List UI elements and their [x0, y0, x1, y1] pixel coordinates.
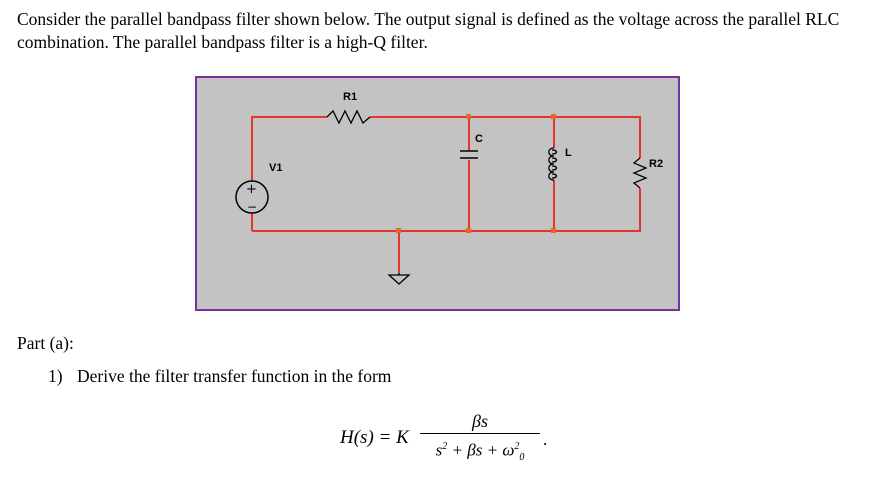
denom-omega-subscript: 0 [519, 452, 525, 464]
formula-lhs: H(s) = K [340, 427, 409, 448]
question-item: 1) Derive the filter transfer function in… [48, 366, 391, 387]
wire-top-right [370, 116, 641, 158]
node-ind-bottom [551, 228, 556, 233]
node-cap-top [466, 114, 471, 119]
label-c: C [475, 133, 483, 145]
voltage-source-v1: + − [235, 180, 269, 214]
formula-period: . [543, 430, 548, 449]
fraction-bar [420, 433, 540, 434]
source-minus-sign: − [247, 200, 257, 214]
ground-icon [387, 273, 411, 285]
denom-omega-exponent: 2 [514, 441, 520, 452]
label-r1: R1 [343, 91, 357, 103]
wire-top-left [251, 116, 327, 118]
junction-nodes [396, 114, 556, 233]
label-v1: V1 [269, 162, 282, 174]
question-number: 1) [48, 366, 63, 386]
circuit-diagram: + − R1 V1 C L R2 [195, 76, 680, 311]
wire-bottom [252, 188, 641, 232]
resistor-r2 [632, 157, 648, 189]
circuit-schematic: + − R1 V1 C L R2 [235, 91, 663, 285]
formula-denominator: s2 + βs + ω20 [420, 436, 540, 469]
denom-s: s [435, 440, 443, 460]
part-heading: Part (a): [17, 333, 74, 353]
capacitor-c [460, 150, 478, 159]
problem-statement: Consider the parallel bandpass filter sh… [17, 9, 840, 52]
wires [251, 116, 641, 273]
inductor-l [548, 147, 558, 181]
formula-fraction: βs s2 + βs + ω20 [420, 410, 540, 469]
source-plus-sign: + [246, 182, 257, 197]
node-cap-bottom [466, 228, 471, 233]
node-ground [396, 228, 401, 233]
node-ind-top [551, 114, 556, 119]
question-text: Derive the filter transfer function in t… [77, 366, 392, 386]
denom-middle: + βs + ω [447, 440, 515, 460]
label-l: L [565, 147, 572, 159]
formula-numerator: βs [472, 411, 488, 431]
resistor-r1 [326, 109, 371, 125]
label-r2: R2 [649, 158, 663, 170]
denom-s-exponent: 2 [442, 441, 448, 452]
